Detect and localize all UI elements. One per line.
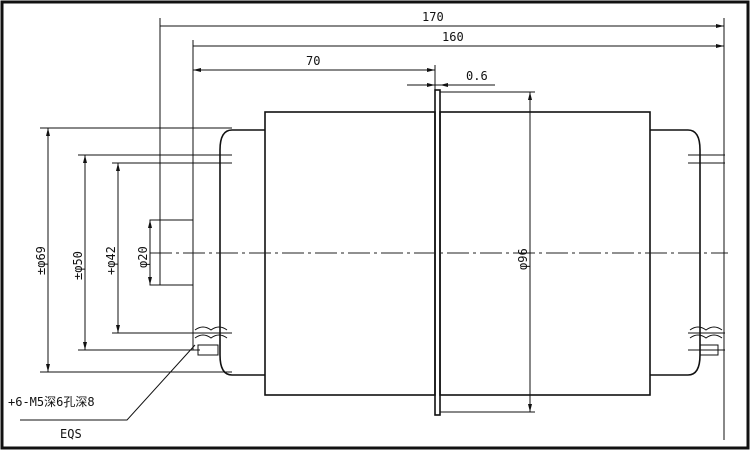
thread-note: +6-M5深6孔深8 (8, 395, 95, 409)
dim-70: 70 (306, 54, 320, 68)
dim-170: 170 (422, 10, 444, 24)
dim-phi96: φ96 (516, 248, 530, 270)
dim-160: 160 (442, 30, 464, 44)
dim-phi42: +φ42 (104, 246, 118, 275)
thread-note-sub: EQS (60, 427, 82, 441)
dim-phi20: φ20 (136, 246, 150, 268)
arrowheads (46, 24, 724, 412)
dimension-lines (20, 18, 725, 440)
dim-0-6: 0.6 (466, 69, 488, 83)
dim-phi50: ±φ50 (71, 251, 85, 280)
dim-phi69: ±φ69 (34, 246, 48, 275)
